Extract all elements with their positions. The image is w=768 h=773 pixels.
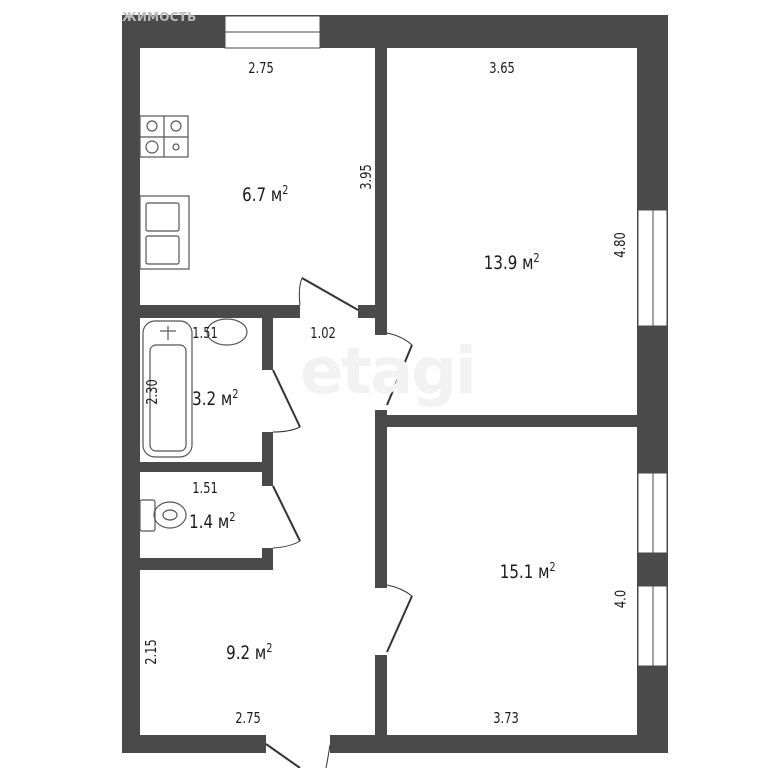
doors — [265, 277, 413, 769]
toilet-area: 1.4 м2 — [189, 510, 236, 533]
toilet-width: 1.51 — [192, 479, 218, 497]
bathroom-area: 3.2 м2 — [192, 387, 239, 410]
watermark: etagi — [300, 335, 477, 409]
room2-length: 4.0 — [611, 589, 630, 609]
room2-width: 3.73 — [493, 709, 519, 727]
brand-fragment: ЖИМОСТЬ — [122, 10, 197, 24]
bathroom-width: 1.51 — [192, 324, 218, 342]
washbasin-icon — [206, 318, 248, 346]
bathroom-length: 2.30 — [143, 379, 162, 405]
room2-area: 15.1 м2 — [499, 560, 556, 583]
room1-length: 4.80 — [611, 232, 630, 258]
hallway-area: 9.2 м2 — [226, 641, 273, 664]
kitchen-length: 3.95 — [357, 164, 376, 190]
toilet-icon — [139, 499, 187, 532]
corridor-width: 1.02 — [310, 324, 336, 342]
room1-width: 3.65 — [489, 59, 515, 77]
sink-icon — [139, 195, 190, 270]
kitchen-width: 2.75 — [248, 59, 274, 77]
bathtub-icon — [142, 320, 193, 458]
room1-area: 13.9 м2 — [483, 251, 540, 274]
stove-icon — [139, 115, 189, 158]
hallway-length: 2.15 — [142, 639, 161, 665]
hallway-width: 2.75 — [235, 709, 261, 727]
kitchen-area: 6.7 м2 — [242, 183, 289, 206]
windows — [224, 15, 668, 667]
